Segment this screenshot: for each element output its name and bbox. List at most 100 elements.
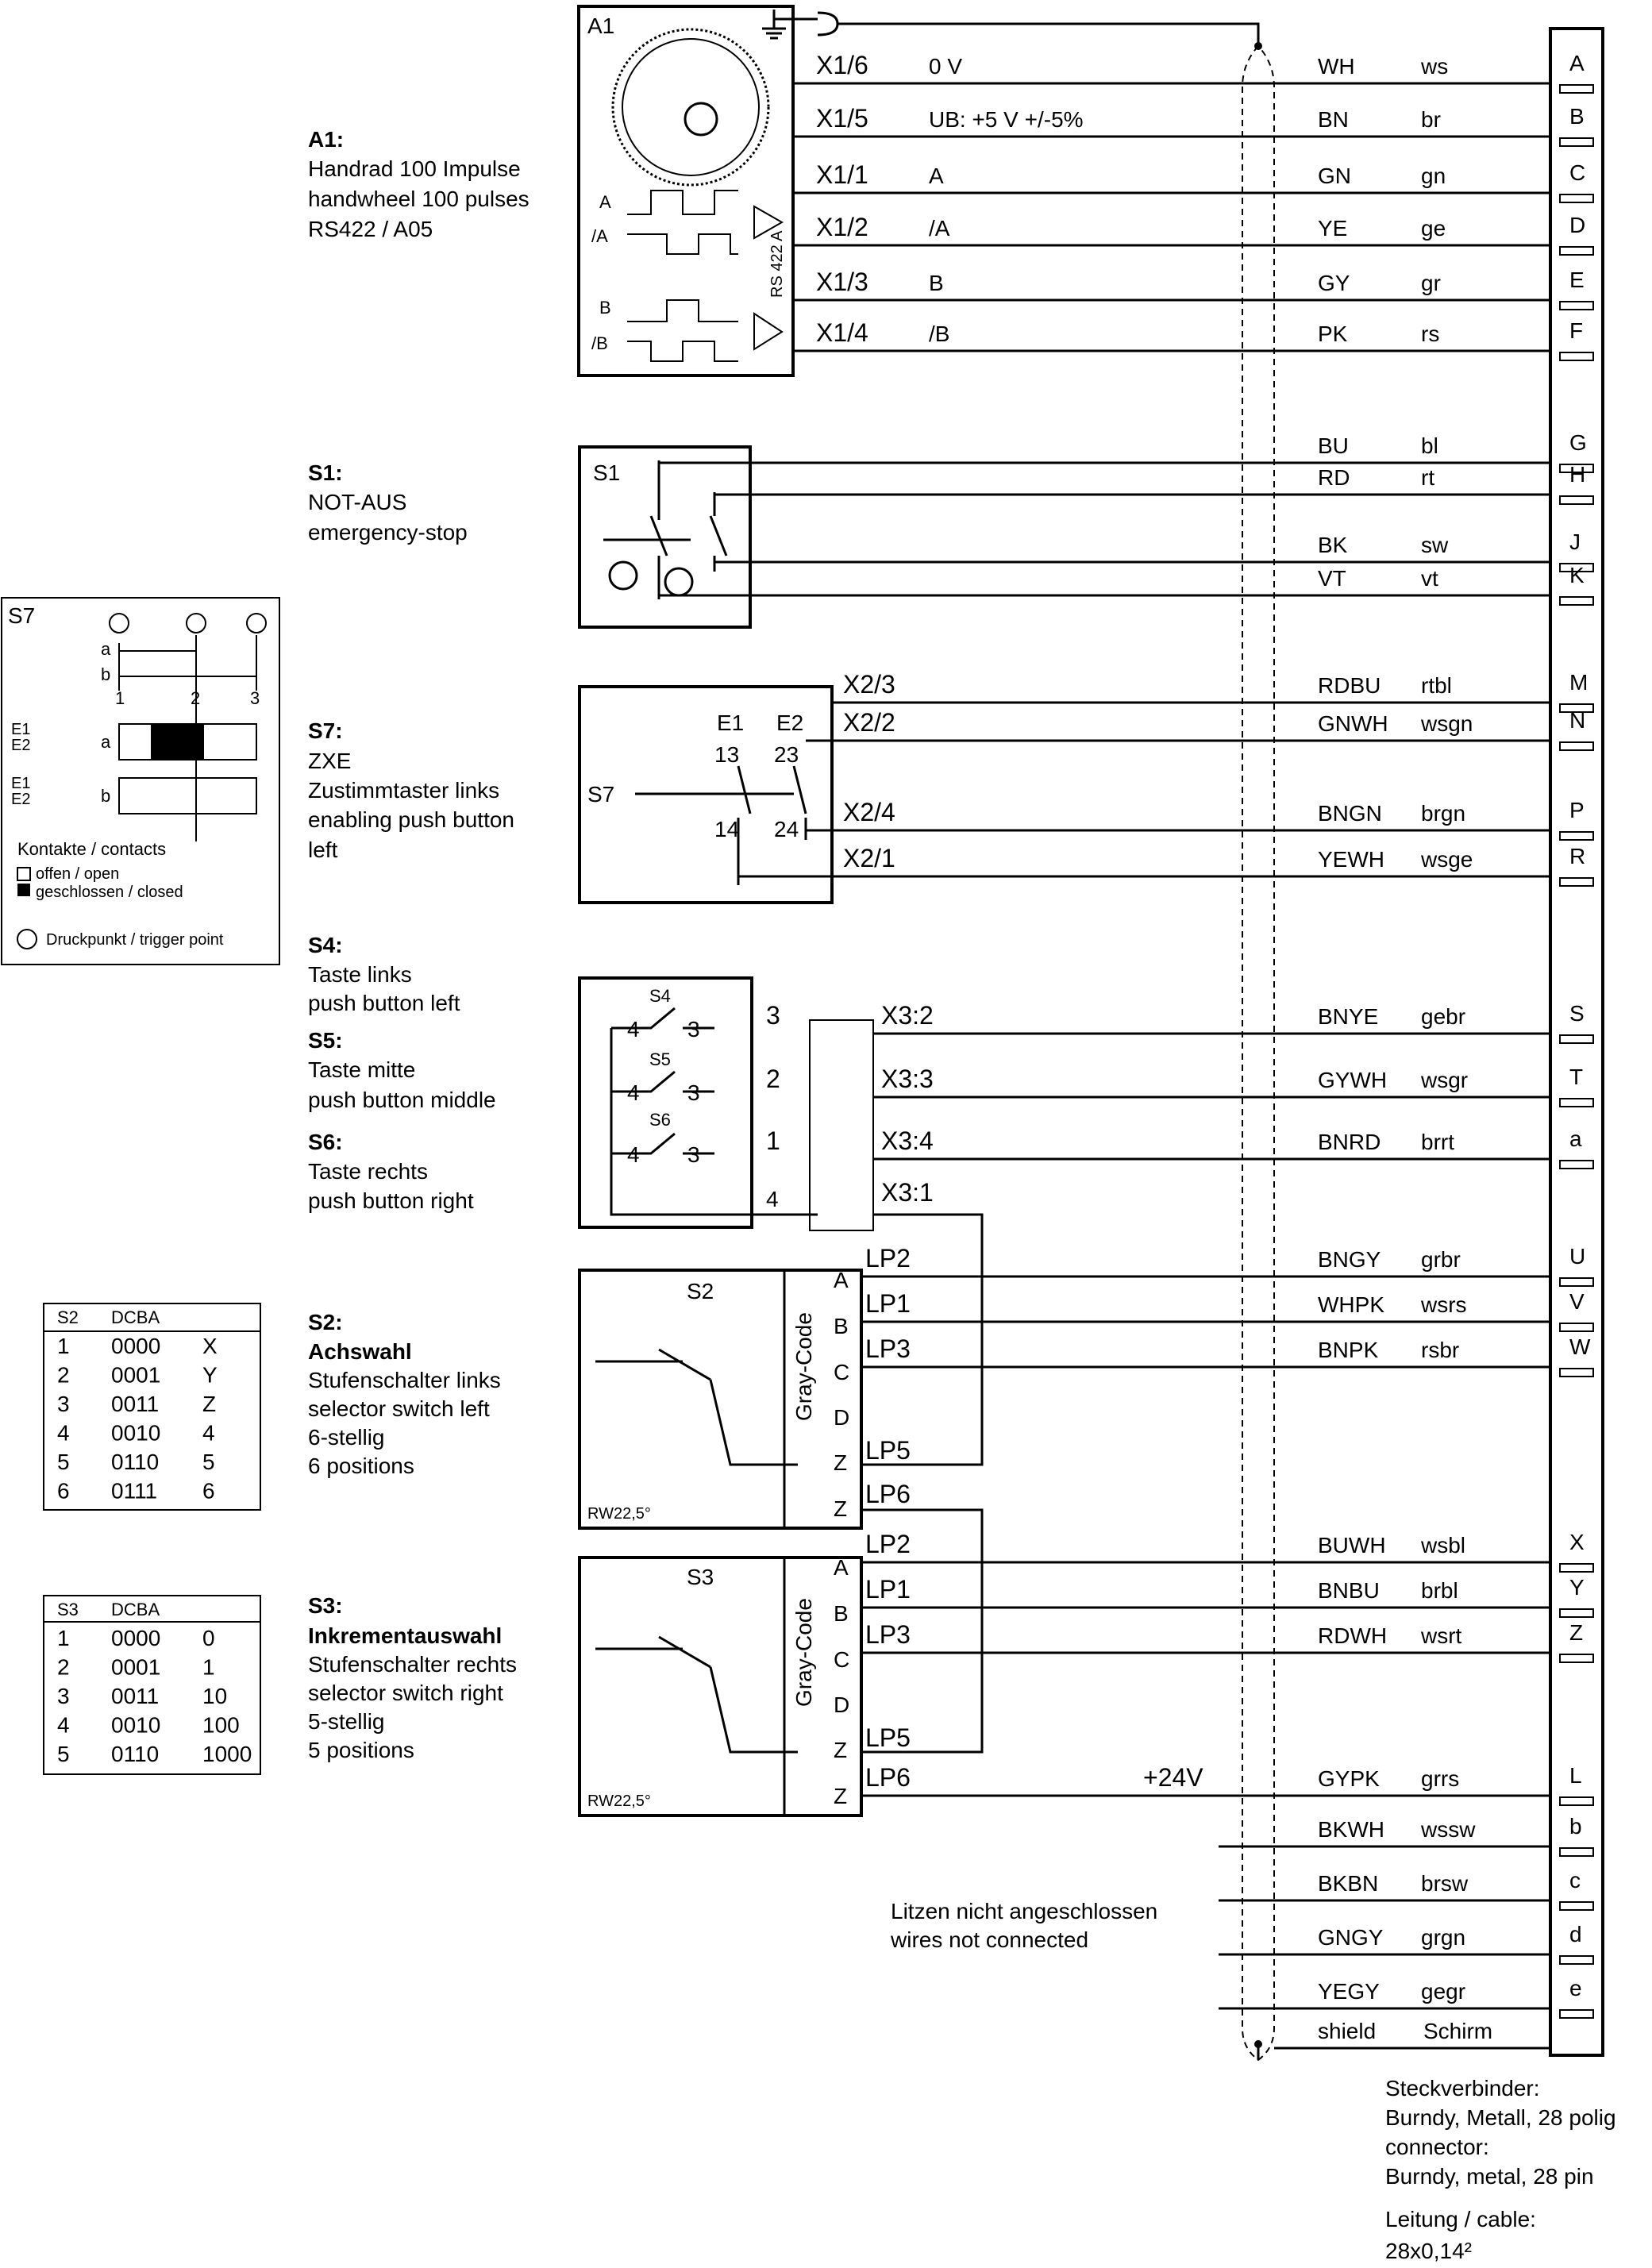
- s2-cell-5-0: 6: [57, 1479, 70, 1504]
- pin-socket-11: [1559, 741, 1594, 751]
- gray-pin-1-2: C: [834, 1647, 849, 1672]
- legend-e1b: E1: [11, 775, 30, 792]
- pin-socket-4: [1559, 301, 1594, 310]
- wire-term-2: X1/1: [816, 160, 868, 189]
- s4-l2: push button left: [308, 991, 460, 1015]
- wire-de-23: grrs: [1421, 1766, 1459, 1791]
- s4s6-contacts: [610, 1007, 818, 1216]
- wire-de-28: Schirm: [1423, 2019, 1492, 2043]
- s3-cell-1-1: 0001: [111, 1655, 160, 1680]
- s3-cell-3-1: 0010: [111, 1713, 160, 1738]
- s7-e1: E1: [717, 710, 744, 735]
- a1-box: [577, 5, 795, 377]
- s2-cell-0-1: 0000: [111, 1334, 160, 1358]
- s3-cell-4-2: 1000: [202, 1742, 252, 1766]
- pin-socket-18: [1559, 1323, 1594, 1332]
- not-connected-l2: wires not connected: [890, 1927, 1088, 1952]
- wire-pin-20: X: [1569, 1530, 1585, 1554]
- s6-t3: 3: [687, 1142, 700, 1167]
- s7-contacts: [635, 765, 807, 885]
- legend-e2: E2: [11, 737, 30, 754]
- pin-socket-24: [1559, 1847, 1594, 1857]
- s3-rw: RW22,5°: [587, 1792, 651, 1810]
- gray-pin-0-1: B: [834, 1314, 849, 1338]
- s3-l4: 5-stellig: [308, 1709, 384, 1734]
- s6-title: S6:: [308, 1130, 343, 1154]
- wire-de-20: wsbl: [1420, 1533, 1465, 1558]
- s1-l1: NOT-AUS: [308, 490, 406, 514]
- wire-pin-1: B: [1569, 104, 1585, 129]
- wire-pin-18: V: [1569, 1289, 1585, 1314]
- wire-de-5: rs: [1421, 322, 1439, 346]
- s6-tag: S6: [649, 1110, 671, 1130]
- s2-rotor: [595, 1348, 798, 1466]
- s5-l1: Taste mitte: [308, 1057, 415, 1082]
- pin-socket-16: [1559, 1160, 1594, 1169]
- s1-l2: emergency-stop: [308, 520, 468, 545]
- pos2-icon: [186, 613, 206, 633]
- wire-pin-17: U: [1569, 1244, 1585, 1269]
- left-descriptions: A1: Handrad 100 Impulse handwheel 100 pu…: [308, 127, 529, 1762]
- wire-term-22: LP3: [865, 1620, 911, 1649]
- footer-l5: Leitung / cable:: [1385, 2207, 1536, 2231]
- pin-socket-22: [1559, 1654, 1594, 1663]
- wire-de-8: sw: [1421, 533, 1449, 557]
- s5-t3: 3: [687, 1080, 700, 1105]
- s2-l3: selector switch left: [308, 1396, 490, 1421]
- s1-mushroom-icon-2: [664, 567, 694, 597]
- wire-term-14: X3:2: [881, 1001, 934, 1030]
- wire-de-2: gn: [1421, 164, 1446, 188]
- wire-pin-19: W: [1569, 1334, 1591, 1359]
- shield-top-wire: [838, 22, 1260, 46]
- a1-l2: handwheel 100 pulses: [308, 187, 529, 211]
- wire-de-19: rsbr: [1421, 1338, 1459, 1362]
- pin-socket-17: [1559, 1277, 1594, 1287]
- wire-de-7: rt: [1421, 465, 1434, 490]
- wire-code-22: RDWH: [1318, 1623, 1387, 1648]
- wire-de-24: wssw: [1420, 1817, 1476, 1842]
- wire-code-7: RD: [1318, 465, 1350, 490]
- wire-code-13: YEWH: [1318, 847, 1384, 872]
- handwheel-outer: [611, 28, 770, 187]
- wire-pin-8: J: [1569, 529, 1581, 554]
- pin-socket-5: [1559, 352, 1594, 361]
- s2-lp6-label: LP6: [865, 1480, 911, 1508]
- s7-t24: 24: [774, 817, 799, 841]
- wire-code-11: GNWH: [1318, 711, 1388, 736]
- a1-sig-na: /A: [591, 226, 608, 246]
- s5-l2: push button middle: [308, 1088, 496, 1112]
- s2-cell-4-1: 0110: [111, 1450, 159, 1474]
- a1-shield-tap: [774, 11, 839, 37]
- legend-bar-b: [118, 777, 257, 814]
- trigger-point-icon: [17, 929, 37, 949]
- pin-socket-9: [1559, 596, 1594, 606]
- s1-mushroom-icon: [608, 560, 638, 591]
- s2-rw: RW22,5°: [587, 1505, 651, 1523]
- s7-t23: 23: [774, 742, 799, 767]
- gray-pin-1-0: A: [834, 1555, 849, 1580]
- pos3-icon: [246, 613, 267, 633]
- pin-socket-19: [1559, 1368, 1594, 1377]
- legend-arrows: [118, 635, 257, 841]
- a1-sig-nb: /B: [591, 333, 608, 353]
- legend-e1: E1: [11, 721, 30, 738]
- legend-closed: geschlossen / closed: [36, 884, 183, 901]
- wire-term-5: X1/4: [816, 318, 868, 347]
- wire-sig-2: A: [929, 164, 944, 188]
- s2-cell-2-0: 3: [57, 1392, 70, 1416]
- a1-sig-a: A: [599, 192, 611, 212]
- s2-l4: 6-stellig: [308, 1425, 384, 1450]
- pin-socket-26: [1559, 1955, 1594, 1965]
- s1-title: S1:: [308, 460, 343, 485]
- s2-cell-0-0: 1: [57, 1334, 70, 1358]
- wire-term-0: X1/6: [816, 51, 868, 79]
- wire-code-28: shield: [1318, 2019, 1376, 2043]
- s3-box-label: S3: [687, 1565, 714, 1589]
- s3-l1: Inkrementauswahl: [308, 1623, 502, 1648]
- a1-box-label: A1: [587, 13, 614, 38]
- wire-term-11: X2/2: [843, 708, 895, 737]
- wire-sig-5: /B: [929, 322, 949, 346]
